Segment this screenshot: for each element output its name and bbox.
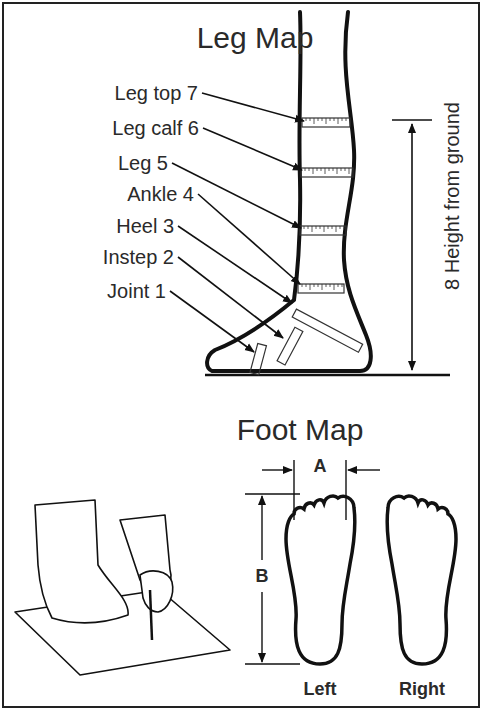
- part-label: Leg top 7: [115, 83, 198, 103]
- foot-label: Right: [399, 680, 445, 698]
- part-label: Ankle 4: [127, 184, 194, 204]
- map-title: Foot Map: [237, 415, 364, 445]
- dimension-label: B: [254, 566, 271, 586]
- map-title: Leg Map: [197, 23, 314, 53]
- part-label: Joint 1: [107, 281, 166, 301]
- part-label: Leg calf 6: [112, 118, 199, 138]
- part-label: Heel 3: [116, 216, 174, 236]
- dimension-label: A: [314, 457, 327, 475]
- foot-label: Left: [304, 680, 337, 698]
- part-label: Leg 5: [118, 153, 168, 173]
- dimension-label: 8 Height from ground: [442, 102, 462, 290]
- part-label: Instep 2: [103, 247, 174, 267]
